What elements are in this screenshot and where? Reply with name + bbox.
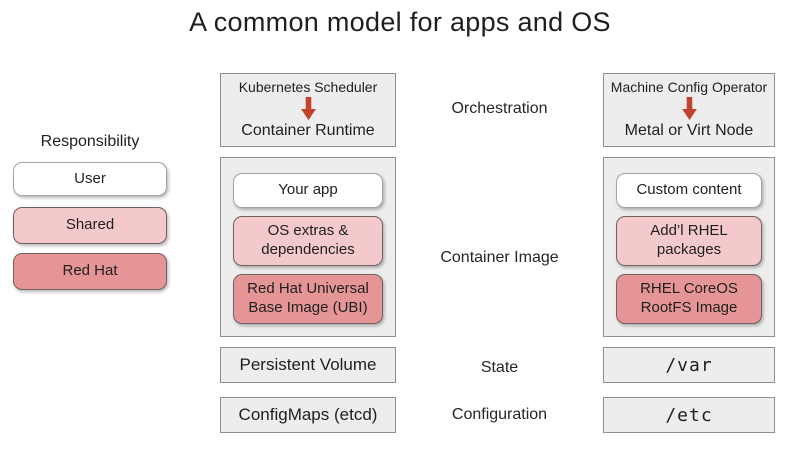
legend-item-redhat: Red Hat xyxy=(13,253,167,290)
orchestration-panel-kubernetes: Kubernetes Scheduler Container Runtime xyxy=(220,73,396,147)
orchestrator-label: Machine Config Operator xyxy=(610,79,768,95)
image-layer-custom-content: Custom content xyxy=(616,173,762,208)
legend-item-label: User xyxy=(74,169,106,187)
arrow-down-icon xyxy=(681,96,697,121)
container-image-panel-node: Custom content Add’l RHEL packages RHEL … xyxy=(603,157,775,337)
legend-item-label: Red Hat xyxy=(62,262,118,280)
configuration-panel-kubernetes: ConfigMaps (etcd) xyxy=(220,397,396,433)
image-layer-label: Your app xyxy=(278,181,338,198)
container-image-panel-kubernetes: Your app OS extras & dependencies Red Ha… xyxy=(220,157,396,337)
image-layer-label: RHEL CoreOS RootFS Image xyxy=(640,280,738,317)
row-label-state: State xyxy=(480,359,519,376)
state-panel-kubernetes: Persistent Volume xyxy=(220,347,396,383)
row-label-orchestration: Orchestration xyxy=(451,100,548,117)
configuration-panel-node: /etc xyxy=(603,397,775,433)
legend-heading: Responsibility xyxy=(40,133,140,150)
runtime-label: Container Runtime xyxy=(241,122,375,139)
orchestrator-label: Kubernetes Scheduler xyxy=(238,79,378,95)
image-layer-rhel-coreos-rootfs: RHEL CoreOS RootFS Image xyxy=(616,274,762,324)
arrow-down-icon xyxy=(300,96,316,121)
row-label-container-image: Container Image xyxy=(440,249,559,266)
legend-item-shared: Shared xyxy=(13,207,167,244)
image-layer-label: Custom content xyxy=(636,181,742,198)
state-label: /var xyxy=(665,354,713,376)
state-label: Persistent Volume xyxy=(239,355,377,374)
image-layer-ubi: Red Hat Universal Base Image (UBI) xyxy=(233,274,383,324)
legend-item-label: Shared xyxy=(65,216,115,234)
image-layer-os-extras: OS extras & dependencies xyxy=(233,215,383,267)
legend-item-user: User xyxy=(13,162,167,196)
orchestration-panel-node: Machine Config Operator Metal or Virt No… xyxy=(603,73,775,147)
image-layer-label: Add’l RHEL packages xyxy=(650,222,728,259)
slide-title: A common model for apps and OS xyxy=(189,7,611,37)
image-layer-label: OS extras & dependencies xyxy=(261,222,355,259)
image-layer-addl-rhel-packages: Add’l RHEL packages xyxy=(616,215,762,267)
configuration-label: /etc xyxy=(665,404,713,426)
state-panel-node: /var xyxy=(603,347,775,383)
row-label-configuration: Configuration xyxy=(451,406,548,423)
image-layer-your-app: Your app xyxy=(233,173,383,208)
runtime-label: Metal or Virt Node xyxy=(624,122,754,139)
image-layer-label: Red Hat Universal Base Image (UBI) xyxy=(247,280,369,317)
configuration-label: ConfigMaps (etcd) xyxy=(238,405,378,424)
